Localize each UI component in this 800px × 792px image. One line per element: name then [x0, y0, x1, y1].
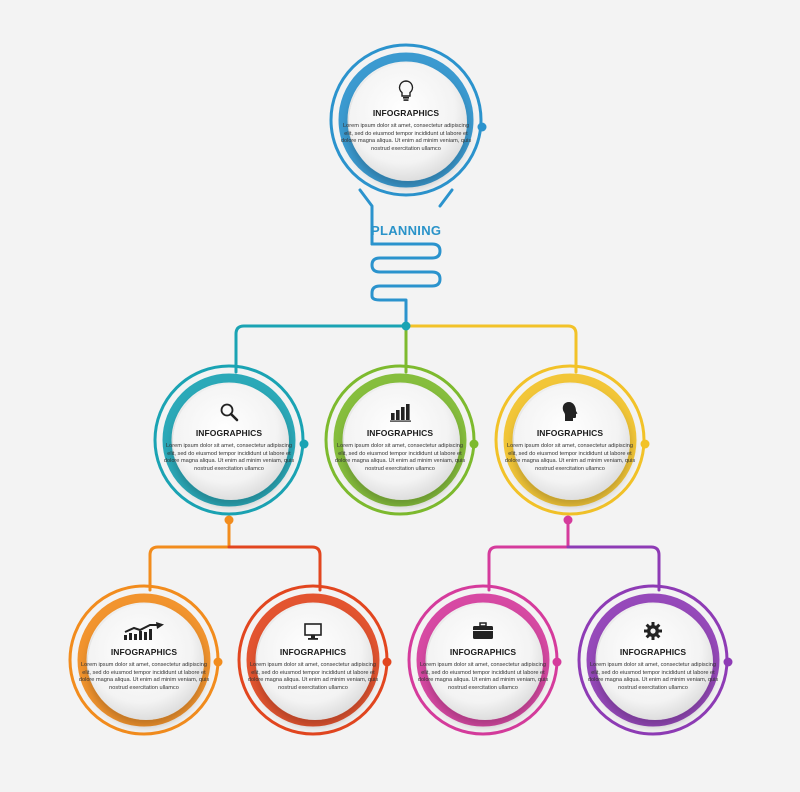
- node-mid-right: INFOGRAPHICS Lorem ipsum dolor sit amet,…: [500, 400, 640, 473]
- node-title: INFOGRAPHICS: [536, 428, 604, 438]
- node-title: INFOGRAPHICS: [449, 647, 517, 657]
- briefcase-icon: [413, 619, 553, 641]
- ring-top: [329, 43, 483, 197]
- junction-dots: [224, 321, 573, 525]
- inner-ring-mid-right: [503, 373, 637, 507]
- disc-mid-center: [344, 384, 460, 500]
- node-title: INFOGRAPHICS: [619, 647, 687, 657]
- line-to-magenta: [487, 545, 570, 592]
- end-dot-mid-right: [640, 439, 650, 449]
- line-to-yellow: [404, 324, 578, 374]
- node-title: INFOGRAPHICS: [279, 647, 347, 657]
- bulb-base-line: [358, 188, 374, 246]
- computer-icon: [243, 619, 383, 641]
- node-body: Lorem ipsum dolor sit amet, consectetur …: [340, 123, 472, 152]
- bulb-screw: [370, 242, 442, 328]
- line-to-orange: [148, 545, 231, 592]
- node-top: INFOGRAPHICS Lorem ipsum dolor sit amet,…: [336, 80, 476, 153]
- node-bot-4: INFOGRAPHICS Lorem ipsum dolor sit amet,…: [583, 619, 723, 692]
- node-title: INFOGRAPHICS: [110, 647, 178, 657]
- node-body: Lorem ipsum dolor sit amet, consectetur …: [247, 662, 379, 691]
- node-title: INFOGRAPHICS: [366, 428, 434, 438]
- lightbulb-icon: [336, 80, 476, 102]
- line-to-red: [227, 545, 322, 592]
- line-to-purple: [566, 545, 661, 592]
- inner-ring-mid-center: [333, 373, 467, 507]
- bar-chart-icon: [330, 400, 470, 422]
- end-dot-bot-2: [382, 657, 392, 667]
- node-body: Lorem ipsum dolor sit amet, consectetur …: [417, 662, 549, 691]
- inner-ring-bot-1: [77, 593, 211, 727]
- line-to-teal: [234, 324, 408, 374]
- gear-icon: [583, 619, 723, 641]
- head-profile-icon: [500, 400, 640, 422]
- disc-bot-1: [88, 604, 204, 720]
- disc-mid-left: [173, 384, 289, 500]
- end-dot-top: [477, 122, 487, 132]
- node-bot-3: INFOGRAPHICS Lorem ipsum dolor sit amet,…: [413, 619, 553, 692]
- disc-bot-3: [427, 604, 543, 720]
- disc-bot-2: [257, 604, 373, 720]
- end-dot-bot-1: [213, 657, 223, 667]
- node-body: Lorem ipsum dolor sit amet, consectetur …: [163, 443, 295, 472]
- disc-top: [349, 63, 467, 181]
- end-dot-bot-4: [723, 657, 733, 667]
- disc-bot-4: [597, 604, 713, 720]
- node-title: INFOGRAPHICS: [372, 108, 440, 118]
- planning-label: PLANNING: [371, 223, 442, 238]
- disc-mid-right: [514, 384, 630, 500]
- inner-ring-bot-3: [416, 593, 550, 727]
- node-body: Lorem ipsum dolor sit amet, consectetur …: [334, 443, 466, 472]
- node-body: Lorem ipsum dolor sit amet, consectetur …: [78, 662, 210, 691]
- growth-chart-icon: [74, 619, 214, 641]
- bulb-base-line-right: [438, 188, 454, 208]
- node-body: Lorem ipsum dolor sit amet, consectetur …: [587, 662, 719, 691]
- magnifier-icon: [159, 400, 299, 422]
- node-bot-2: INFOGRAPHICS Lorem ipsum dolor sit amet,…: [243, 619, 383, 692]
- end-dot-mid-left: [299, 439, 309, 449]
- node-mid-left: INFOGRAPHICS Lorem ipsum dolor sit amet,…: [159, 400, 299, 473]
- inner-ring-bot-4: [586, 593, 720, 727]
- inner-ring-mid-left: [162, 373, 296, 507]
- node-body: Lorem ipsum dolor sit amet, consectetur …: [504, 443, 636, 472]
- inner-ring-bot-2: [246, 593, 380, 727]
- end-dot-bot-3: [552, 657, 562, 667]
- inner-ring-top: [338, 52, 474, 188]
- connector-lines: [148, 188, 661, 592]
- end-dot-mid-center: [469, 439, 479, 449]
- node-bot-1: INFOGRAPHICS Lorem ipsum dolor sit amet,…: [74, 619, 214, 692]
- node-title: INFOGRAPHICS: [195, 428, 263, 438]
- node-mid-center: INFOGRAPHICS Lorem ipsum dolor sit amet,…: [330, 400, 470, 473]
